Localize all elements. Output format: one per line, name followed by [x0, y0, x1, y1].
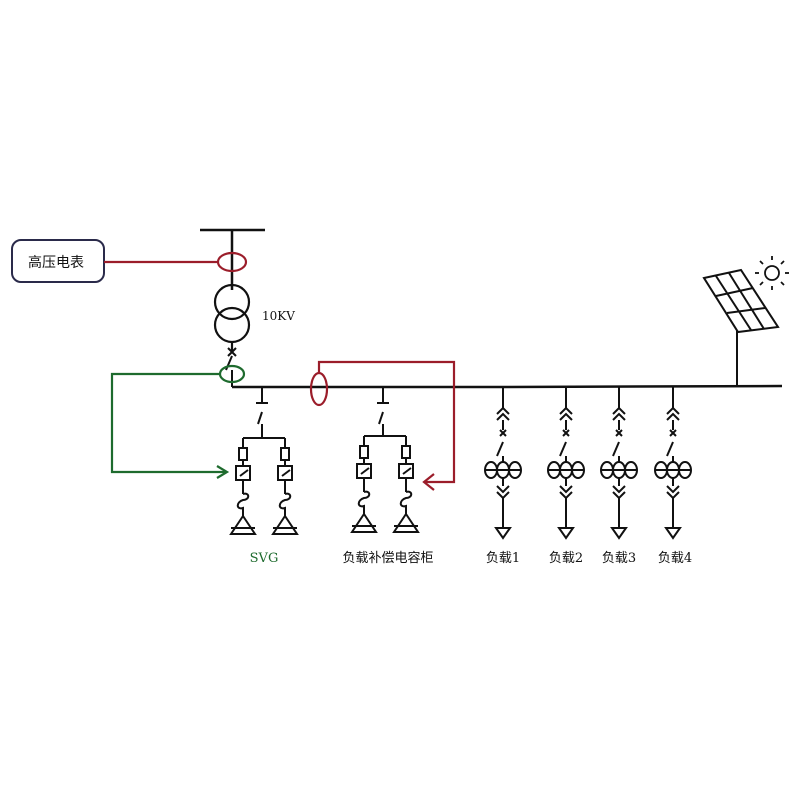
load-4-label: 负载4	[658, 551, 692, 566]
load-feeder-1	[484, 387, 522, 540]
load-feeder-2	[547, 387, 585, 540]
transformer-voltage-label: 10KV	[262, 309, 295, 323]
meter-ct-ring	[216, 251, 248, 273]
svg-branch	[229, 387, 299, 535]
sun-icon	[755, 256, 789, 290]
capacitor-ct-ring	[309, 371, 329, 407]
svg-label: SVG	[250, 551, 279, 566]
meter-wire	[104, 251, 248, 273]
solar-panel-icon	[702, 268, 780, 386]
incoming-feeder	[200, 228, 265, 290]
meter-label: 高压电表	[28, 254, 84, 271]
capacitor-cabinet-label: 负载补偿电容柜	[342, 550, 433, 566]
transformer-icon	[213, 283, 251, 352]
load-2-label: 负载2	[549, 551, 583, 566]
main-bus	[232, 384, 783, 389]
load-feeder-4	[654, 387, 692, 540]
svg-wire	[110, 364, 246, 479]
load-3-label: 负载3	[602, 551, 636, 566]
load-feeder-3	[600, 387, 638, 540]
capacitor-branch	[350, 387, 420, 533]
load-1-label: 负载1	[486, 551, 520, 566]
high-voltage-meter: 高压电表	[11, 239, 105, 283]
capacitor-wire	[309, 360, 456, 491]
